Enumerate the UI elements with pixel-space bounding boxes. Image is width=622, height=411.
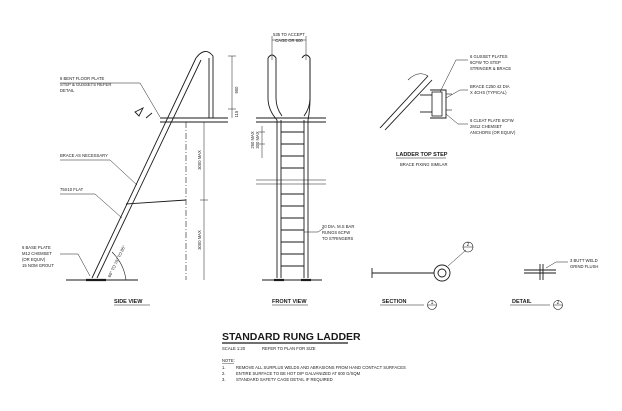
note-text: ENTIRE SURFACE TO BE HOT DIP GALVANIZED … <box>236 371 361 376</box>
note-number: 1. <box>222 365 226 370</box>
callout-cleat-1: 6 CLEAT PLATE 6CFW <box>470 118 514 123</box>
callout-rungs-3: TO STRINGERS <box>322 236 354 241</box>
callout-bent-floor-plate-1: 6 BENT FLOOR PLATE <box>60 76 104 81</box>
front-hoop-right <box>301 54 311 117</box>
callout-butt-weld-1: 3 BUTT WELD <box>570 258 598 263</box>
callout-brace-pipe-2: X 4CHS (TYPICAL) <box>470 90 507 95</box>
detail-mark-number: 2 <box>557 300 560 306</box>
callout-butt-weld-2: GRIND FLUSH <box>570 264 598 269</box>
leader-brace-pipe <box>445 89 468 99</box>
width-note-2: CAGE OR 600 <box>275 38 303 43</box>
callout-gusset-3: STRINGER & BRACE <box>470 66 511 71</box>
callout-bent-floor-plate-3: DETAIL <box>60 88 75 93</box>
front-view-title: FRONT VIEW <box>272 299 307 305</box>
leader-rungs <box>304 227 325 233</box>
note-text: REMOVE ALL SURPLUS WELDS AND ABRASIONS F… <box>236 365 406 370</box>
leader-cleat <box>445 113 468 125</box>
side-angle-arc <box>111 251 127 281</box>
section-view <box>371 241 474 310</box>
note-text: STANDARD SAFETY CAGE DETAIL IF REQUIRED <box>236 377 333 382</box>
front-hoop-right-outer <box>307 58 311 121</box>
notes-heading: NOTE: <box>222 358 235 363</box>
callout-base-plate-2: M12 CHEMSET <box>22 251 52 256</box>
section-rung-core <box>437 268 447 278</box>
side-stringer-front <box>91 57 197 279</box>
top-step-title: LADDER TOP STEP <box>396 152 448 158</box>
note-number: 3. <box>222 377 226 382</box>
leader-bent-floor-plate <box>60 82 161 118</box>
dim-angle: 60° TO 70° TO 85° <box>107 244 127 278</box>
callout-cleat-2: 2M12 CHEMSET <box>470 124 503 129</box>
leader-flat <box>60 193 123 219</box>
detail-view <box>510 261 568 310</box>
callout-gusset-1: 6 GUSSET PLATES <box>470 54 508 59</box>
callout-bent-floor-plate-2: STEP & GUSSETS REFER <box>60 82 111 87</box>
side-view-title: SIDE VIEW <box>114 299 143 305</box>
dim-low: 3000 MAX <box>197 230 202 250</box>
dim-rung-a: 250 MAX <box>250 131 255 148</box>
side-weld-leader <box>145 112 153 119</box>
callout-brace: BRACE AS NECESSARY <box>60 153 108 158</box>
callout-brace-pipe-1: BRACE C250 42 DIA <box>470 84 510 89</box>
side-stringer-back <box>96 59 202 279</box>
drawing-scale: SCALE 1:20 <box>222 346 246 351</box>
section-ref-number: 2 <box>467 242 470 248</box>
callout-rungs-2: RUNGS 6CFW <box>322 230 350 235</box>
callout-base-plate-4: 15 NOM GROUT <box>22 263 54 268</box>
leader-brace <box>60 159 138 186</box>
dim-rung-b: 300 MAX <box>255 131 260 148</box>
dim-mid: 3000 MAX <box>197 150 202 170</box>
front-hoop-left <box>267 54 283 117</box>
callout-flat: 75X10 FLAT <box>60 187 84 192</box>
callout-rungs-1: 20 DIA. M.S BAR <box>322 224 354 229</box>
width-note-1: 535 TO ACCEPT <box>273 32 305 37</box>
section-title: SECTION <box>382 299 406 305</box>
top-step-detail <box>379 59 468 159</box>
drawing-refer: REFER TO PLAN FOR SIZE <box>262 346 316 351</box>
detail-title: DETAIL <box>512 299 532 305</box>
side-handrail-top <box>195 51 214 118</box>
side-view <box>60 51 236 282</box>
section-ref-leader <box>447 249 467 267</box>
drawing-title: STANDARD RUNG LADDER <box>222 331 361 343</box>
callout-cleat-3: ANCHORS (OR EQUIV) <box>470 130 516 135</box>
section-mark-number: 1 <box>431 300 434 306</box>
top-step-stringer-2 <box>384 79 433 131</box>
leader-base-plate <box>60 253 91 277</box>
section-rung-circle <box>433 264 451 282</box>
side-weld-symbol <box>134 106 145 117</box>
front-view <box>256 36 326 282</box>
dim-top-a: 900 <box>234 86 239 94</box>
leader-gusset <box>439 59 468 93</box>
top-step-subtitle: BRACE FIXING SIMILAR <box>400 162 447 167</box>
top-step-arc <box>407 73 429 81</box>
leader-butt-weld <box>545 261 568 269</box>
side-brace <box>125 199 187 205</box>
note-number: 2. <box>222 371 226 376</box>
top-step-stringer-1 <box>379 75 429 129</box>
top-step-bracket <box>430 89 447 119</box>
callout-gusset-2: 6CFW TO STEP <box>470 60 501 65</box>
top-step-cleat <box>431 91 443 117</box>
callout-base-plate-1: 6 BASE PLATE <box>22 245 51 250</box>
callout-base-plate-3: (OR EQUIV) <box>22 257 46 262</box>
dim-top-b: 115 <box>234 110 239 117</box>
